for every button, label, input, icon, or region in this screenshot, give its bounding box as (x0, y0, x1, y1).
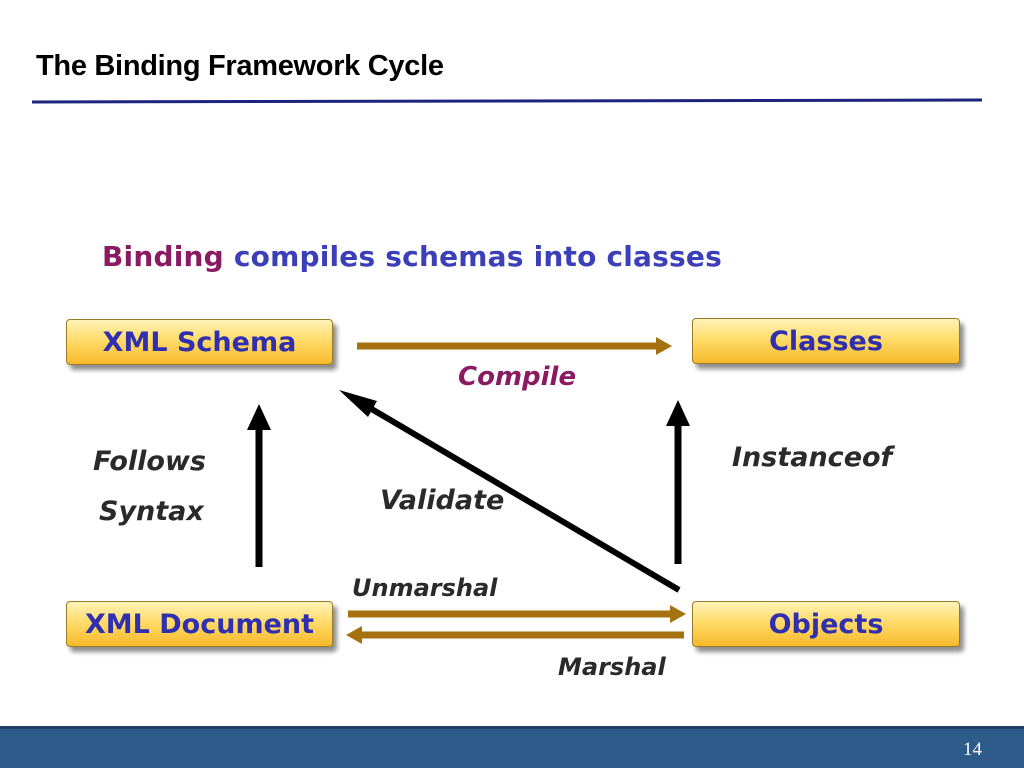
compile-label: Compile (458, 362, 577, 392)
unmarshal-label: Unmarshal (352, 574, 498, 602)
xml-document-node: XML Document (66, 601, 333, 647)
xml-schema-node: XML Schema (66, 319, 333, 365)
subtitle-highlight: Binding (102, 240, 224, 273)
slide-title: The Binding Framework Cycle (36, 50, 444, 82)
objects-node: Objects (692, 601, 960, 647)
follows-label: Follows (93, 446, 206, 477)
slide-footer: 14 (0, 726, 1024, 768)
validate-label: Validate (380, 485, 505, 516)
diagram-subtitle: Binding compiles schemas into classes (102, 240, 722, 273)
unmarshal-arrow (348, 605, 686, 623)
page-number: 14 (963, 739, 982, 760)
classes-node: Classes (692, 318, 960, 364)
follows-syntax-arrow (247, 404, 271, 567)
syntax-label: Syntax (99, 496, 204, 527)
marshal-label: Marshal (558, 653, 666, 681)
instanceof-label: Instanceof (732, 442, 893, 473)
marshal-arrow (346, 626, 684, 644)
compile-arrow (357, 337, 672, 355)
subtitle-rest: compiles schemas into classes (223, 240, 722, 273)
instanceof-arrow (666, 400, 690, 564)
validate-arrow (339, 390, 681, 593)
